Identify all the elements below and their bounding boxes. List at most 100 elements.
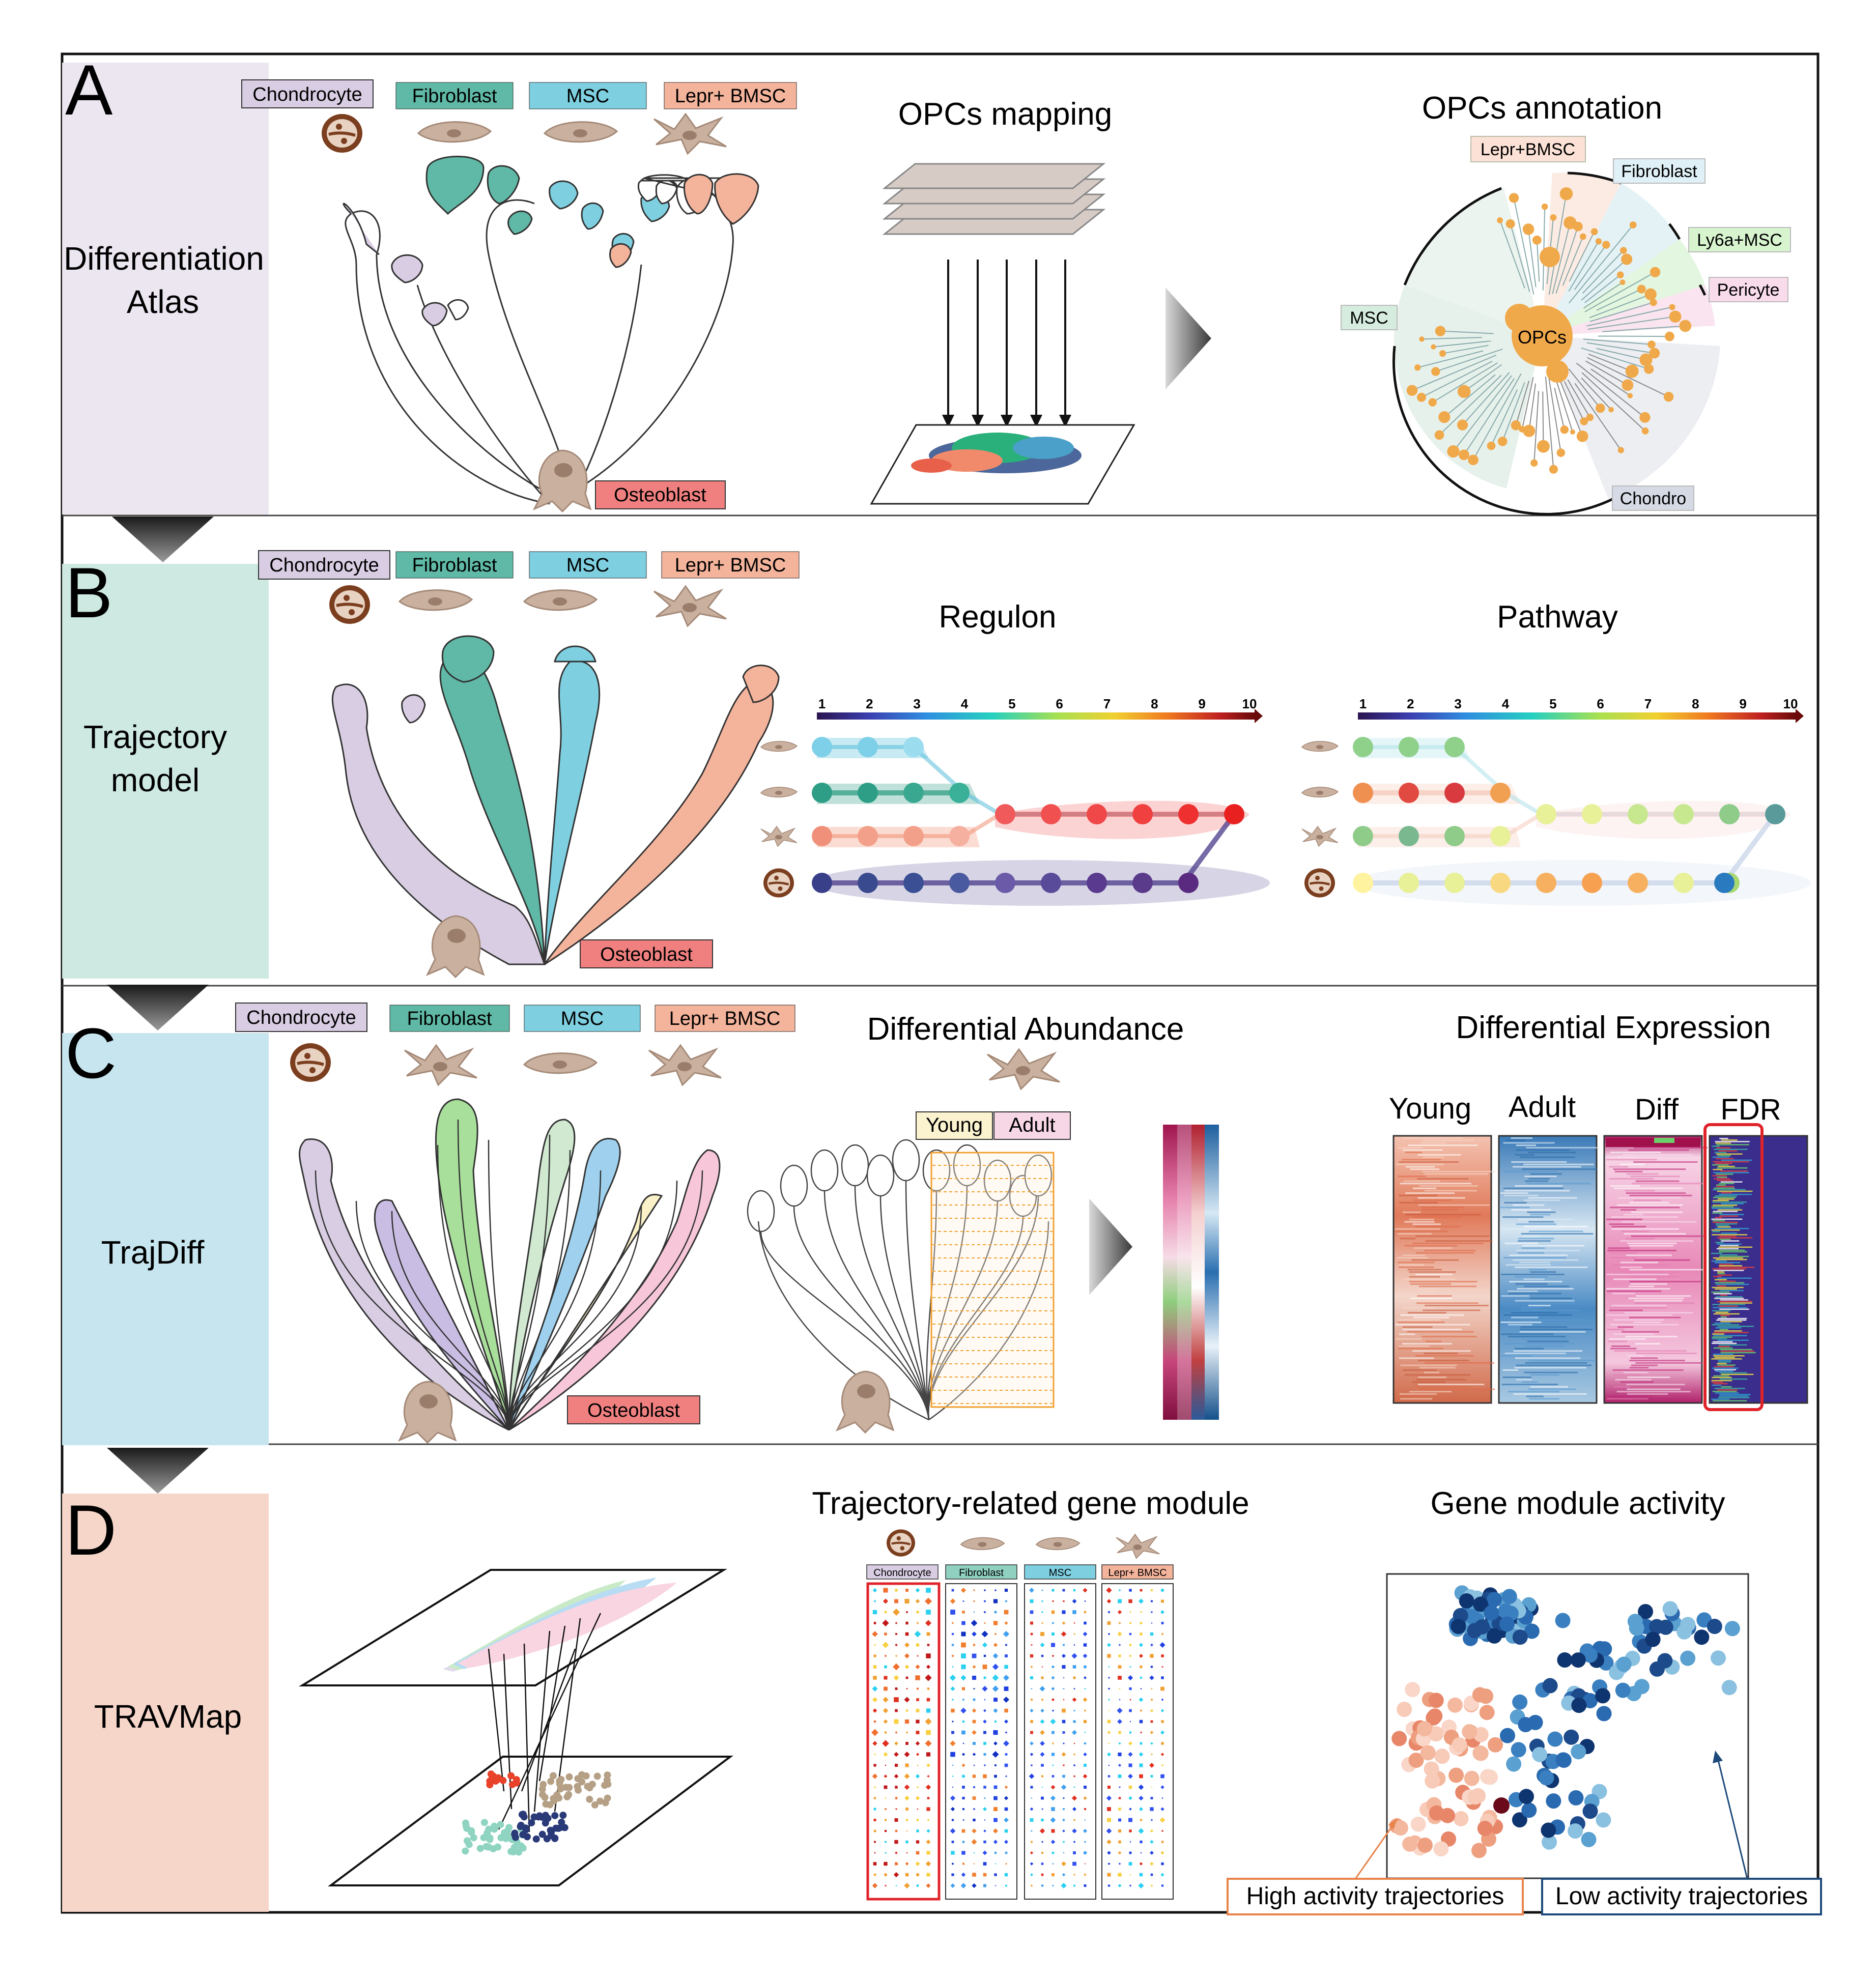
fdr-stripe: [1711, 1260, 1727, 1262]
graph-node: [812, 783, 832, 803]
module-dot: [961, 1653, 966, 1658]
travmap-link: [523, 1643, 530, 1832]
tag-d-chondrocyte-label: Chondrocyte: [873, 1567, 931, 1579]
activity-dot: [1547, 1731, 1563, 1747]
graph-node: [1132, 804, 1153, 824]
module-dot: [994, 1873, 997, 1876]
module-dot: [1073, 1720, 1076, 1723]
module-dot: [884, 1819, 887, 1821]
fdr-stripe: [1717, 1301, 1752, 1302]
module-dot: [1128, 1752, 1133, 1757]
heatmap-stripe: [1609, 1307, 1667, 1309]
annotation-node: [1428, 398, 1437, 407]
module-dot: [1151, 1699, 1153, 1701]
module-dot: [984, 1699, 986, 1701]
module-dot: [917, 1786, 919, 1788]
lepr-cell-icon: [653, 585, 727, 627]
graph-node: [1444, 783, 1465, 803]
module-dot: [972, 1698, 976, 1702]
activity-dot: [1582, 1803, 1598, 1819]
module-dot: [993, 1643, 998, 1647]
heatmap-stripe: [1503, 1257, 1567, 1258]
heatmap-stripe: [1501, 1333, 1554, 1335]
heatmap-stripe: [1502, 1216, 1544, 1218]
fdr-stripe: [1711, 1291, 1730, 1293]
heatmap-stripe: [1417, 1288, 1439, 1290]
fdr-stripe: [1718, 1274, 1732, 1276]
graph-node: [1628, 873, 1648, 893]
heatmap-stripe: [1610, 1324, 1679, 1326]
fdr-stripe: [1711, 1381, 1723, 1383]
heatmap-stripe: [1610, 1207, 1680, 1209]
heatmap-stripe: [1610, 1348, 1637, 1350]
annotation-spoke: [1499, 220, 1525, 289]
module-dot: [1084, 1819, 1086, 1821]
heatmap-stripe: [1409, 1281, 1477, 1282]
annotation-spoke: [1574, 244, 1607, 290]
module-dot: [926, 1873, 930, 1877]
module-dot: [1030, 1851, 1034, 1855]
travmap-cell-dot: [511, 1829, 519, 1837]
lineage-leaf: [780, 1164, 808, 1207]
fdr-stripe: [1714, 1369, 1736, 1370]
module-dot: [1005, 1753, 1008, 1756]
annotation-spoke: [1515, 381, 1530, 426]
fdr-stripe: [1721, 1386, 1732, 1388]
heatmap-stripe: [1422, 1170, 1495, 1172]
module-dot: [1084, 1786, 1087, 1789]
module-dot: [895, 1852, 897, 1854]
graph-node: [1353, 873, 1373, 893]
fdr-stripe: [1712, 1189, 1746, 1191]
module-dot: [894, 1796, 898, 1800]
module-dot: [1041, 1841, 1043, 1843]
heatmap-stripe: [1619, 1163, 1645, 1165]
heatmap-stripe: [1424, 1190, 1477, 1192]
heatmap-stripe: [1412, 1223, 1441, 1225]
annotation-node: [1546, 360, 1569, 383]
module-dot: [1073, 1622, 1075, 1624]
tag-d-fibroblast: [945, 1564, 1017, 1580]
module-dot: [993, 1818, 998, 1822]
heatmap-stripe: [1529, 1360, 1597, 1362]
module-dot: [1083, 1796, 1087, 1800]
heatmap-stripe: [1421, 1207, 1464, 1209]
module-dot: [1129, 1709, 1132, 1712]
graph-node: [1041, 873, 1061, 893]
heatmap-stripe: [1521, 1381, 1539, 1383]
annotation-node: [1641, 427, 1649, 435]
activity-dot: [1649, 1661, 1665, 1677]
activity-dot: [1473, 1596, 1489, 1612]
module-dot: [1140, 1687, 1142, 1690]
scale-tick-label: 6: [1597, 696, 1604, 711]
activity-dot: [1541, 1822, 1556, 1838]
cell-icon: [760, 826, 798, 847]
annotation-spoke: [1421, 361, 1493, 398]
module-dot: [1149, 1763, 1154, 1768]
annotation-node: [1621, 253, 1633, 265]
annotation-center-label: OPCs: [1518, 327, 1567, 348]
module-dot: [982, 1850, 987, 1855]
module-dot: [1083, 1653, 1088, 1658]
annotation-node: [1439, 350, 1446, 357]
module-dot: [926, 1653, 931, 1658]
module-dot: [872, 1631, 878, 1637]
heatmap-stripe: [1399, 1333, 1415, 1335]
heatmap-stripe: [1502, 1369, 1519, 1371]
module-dot: [1118, 1873, 1122, 1877]
activity-dot: [1428, 1693, 1444, 1708]
module-dot: [904, 1642, 910, 1648]
heatmap-stripe: [1606, 1138, 1700, 1147]
activity-dot: [1597, 1641, 1612, 1657]
activity-dot: [1417, 1838, 1433, 1853]
scale-tick-label: 10: [1783, 696, 1798, 711]
activity-dot: [1397, 1701, 1412, 1717]
heatmap-stripe: [1528, 1197, 1577, 1199]
module-dot: [926, 1588, 931, 1593]
heatmap-stripe: [1400, 1364, 1457, 1366]
down-arrow-icon: [107, 985, 209, 1030]
fdr-stripe: [1712, 1164, 1729, 1166]
module-dot: [1139, 1763, 1143, 1767]
fdr-stripe: [1717, 1226, 1731, 1228]
heatmap-stripe: [1629, 1269, 1704, 1271]
module-dot: [894, 1752, 899, 1757]
